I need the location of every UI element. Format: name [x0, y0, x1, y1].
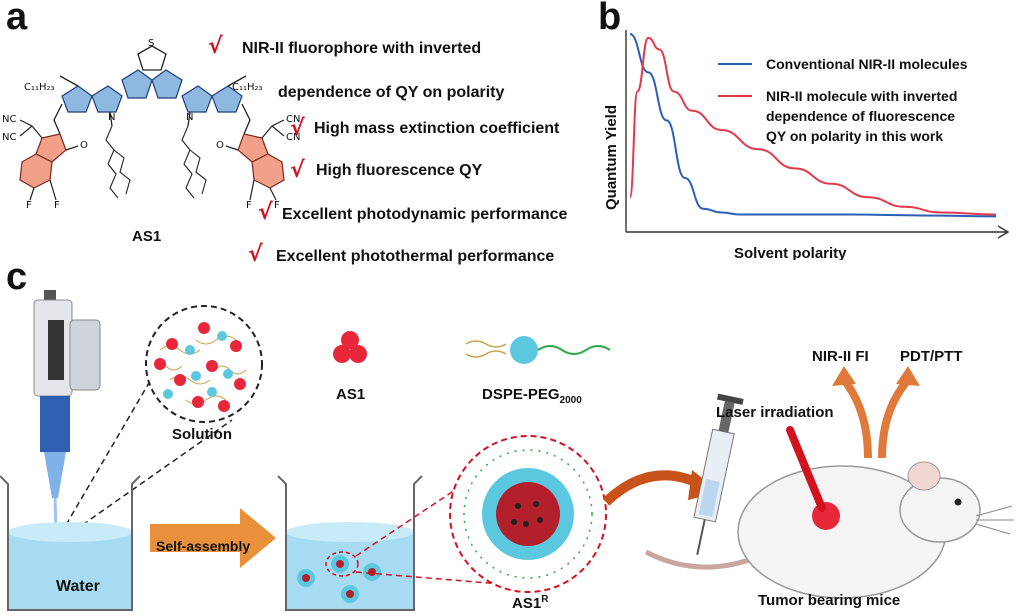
- fused-core: [61, 69, 243, 113]
- self-assembly-arrow-icon: [150, 508, 276, 568]
- pdt-ptt-label: PDT/PTT: [900, 348, 963, 365]
- arrow-head-nir-icon: [832, 366, 856, 386]
- dspe-peg-text: DSPE-PEG: [482, 386, 560, 403]
- x-axis-arrow-icon: [997, 225, 1010, 239]
- solution-bubble: [145, 305, 263, 423]
- dspe-peg-label: DSPE-PEG2000: [482, 386, 582, 406]
- nc-left-label: NC: [2, 114, 17, 125]
- as1r-superscript: R: [541, 594, 549, 605]
- arrow-head-pdt-icon: [896, 366, 920, 386]
- nir-fi-label: NIR-II FI: [812, 348, 869, 365]
- nc-left-label-2: NC: [2, 132, 17, 143]
- beaker-water: [0, 475, 141, 611]
- atom-n-right: N: [186, 112, 194, 123]
- feature-3: High fluorescence QY: [316, 162, 483, 179]
- thiadiazole-ring: [137, 45, 167, 71]
- dspe-peg-subscript: 2000: [559, 395, 582, 406]
- atom-n-left: N: [108, 112, 116, 123]
- panel-c-scene: [0, 290, 1014, 611]
- feature-1-cont: dependence of QY on polarity: [278, 84, 505, 101]
- feature-2: High mass extinction coefficient: [314, 120, 560, 137]
- atom-s-top: S: [148, 38, 155, 49]
- panel-a-letter: a: [6, 0, 28, 38]
- legend-label-this-work-1: NIR-II molecule with inverted: [766, 88, 957, 104]
- cn-right-label-2: CN: [286, 132, 301, 143]
- self-assembly-label: Self-assembly: [156, 538, 251, 554]
- chart-axes: [625, 30, 1010, 239]
- as1-structure: [19, 45, 285, 201]
- dspe-peg-icon: [465, 336, 611, 364]
- feature-1: NIR-II fluorophore with inverted: [242, 40, 482, 57]
- feature-5: Excellent photothermal performance: [276, 248, 555, 265]
- panel-c-letter: c: [6, 256, 28, 298]
- feature-4: Excellent photodynamic performance: [282, 206, 568, 223]
- c11h23-left-label: C₁₁H₂₃: [24, 82, 55, 93]
- o-right-label: O: [216, 140, 224, 151]
- f-left-1: F: [26, 200, 32, 211]
- f-right-1: F: [246, 200, 252, 211]
- x-axis-label: Solvent polarity: [734, 245, 847, 260]
- legend-label-this-work-3: QY on polarity in this work: [766, 128, 943, 144]
- right-end-group: [237, 133, 285, 189]
- c11h23-right-label: C₁₁H₂₃: [232, 82, 263, 93]
- laser-beam-icon: [786, 426, 826, 512]
- check-icon-1: √: [208, 34, 223, 59]
- series-line-this-work: [629, 36, 997, 216]
- as1r-text: AS1: [512, 595, 542, 612]
- legend-label-conventional: Conventional NIR-II molecules: [766, 56, 968, 72]
- o-left-label: O: [80, 140, 88, 151]
- solution-label: Solution: [172, 426, 232, 443]
- beaker-nanoparticles: [277, 475, 423, 611]
- pipette-icon: [33, 290, 101, 531]
- panel-b-letter: b: [598, 0, 622, 38]
- output-arrows: [840, 377, 912, 459]
- mouse-icon: [644, 461, 1014, 599]
- check-icon-4: √: [258, 200, 273, 225]
- tumor-bearing-mice-label: Tumor bearing mice: [758, 592, 901, 609]
- as1-compound-label: AS1: [132, 228, 162, 245]
- as1-particle-icon: [333, 331, 367, 363]
- y-axis-label: Quantum Yield: [603, 105, 620, 210]
- check-icon-2: √: [290, 116, 305, 141]
- f-right-2: F: [274, 200, 280, 211]
- check-icon-3: √: [290, 158, 305, 183]
- laser-irradiation-label: Laser irradiation: [716, 404, 834, 421]
- syringe-icon: [693, 393, 744, 555]
- legend-label-this-work-2: dependence of fluorescence: [766, 108, 955, 124]
- f-left-2: F: [54, 200, 60, 211]
- cn-right-label: CN: [286, 114, 301, 125]
- as1r-nanoparticle: [449, 435, 607, 593]
- as1-legend-label: AS1: [336, 386, 366, 403]
- qy-chart: Conventional NIR-II molecules NIR-II mol…: [603, 30, 1010, 260]
- series-line-conventional: [629, 33, 997, 218]
- water-label: Water: [56, 578, 100, 595]
- tumor-icon: [812, 502, 840, 530]
- as1r-label: AS1R: [512, 594, 548, 612]
- check-icon-5: √: [248, 242, 263, 267]
- alkyl-chains: [105, 125, 207, 199]
- left-end-group: [19, 133, 67, 189]
